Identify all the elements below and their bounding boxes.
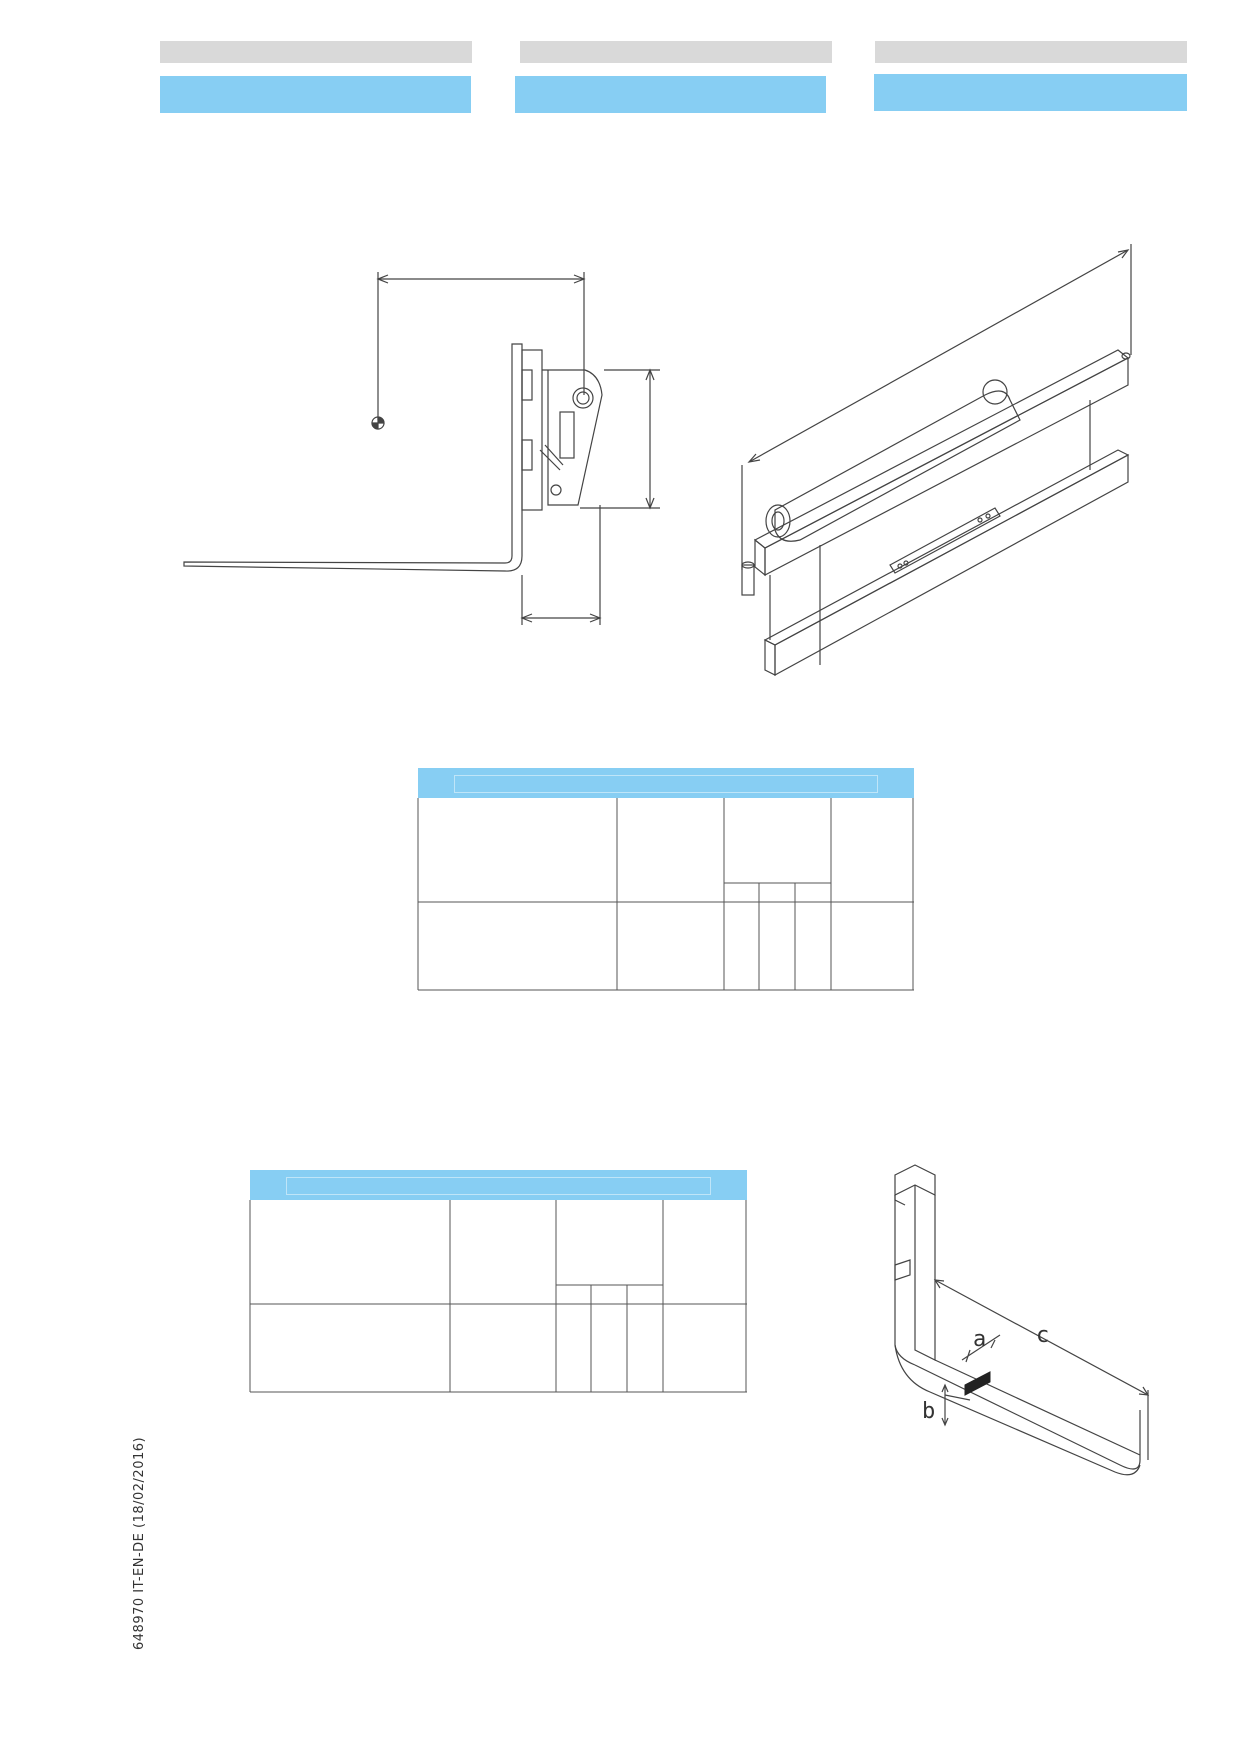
header-blue-bar-2 xyxy=(515,76,826,113)
spec-table-1-grid xyxy=(417,798,914,991)
fork-dim-label-c: c xyxy=(1036,1323,1049,1348)
header-gray-bar-2 xyxy=(520,41,832,63)
header-blue-bar-1 xyxy=(160,76,471,113)
spec-table-1 xyxy=(417,768,914,991)
header-gray-bar-3 xyxy=(875,41,1187,63)
spec-table-1-header xyxy=(418,768,914,798)
spec-table-2-header xyxy=(250,1170,747,1200)
spec-table-2-grid xyxy=(249,1200,747,1393)
document-code: 648970 IT-EN-DE (18/02/2016) xyxy=(132,1436,147,1650)
spec-table-2 xyxy=(249,1170,747,1393)
fork-dim-label-a: a xyxy=(973,1327,986,1352)
fork-dim-label-b: b xyxy=(922,1399,935,1424)
header-gray-bar-1 xyxy=(160,41,472,63)
header-blue-bar-3 xyxy=(874,74,1187,111)
